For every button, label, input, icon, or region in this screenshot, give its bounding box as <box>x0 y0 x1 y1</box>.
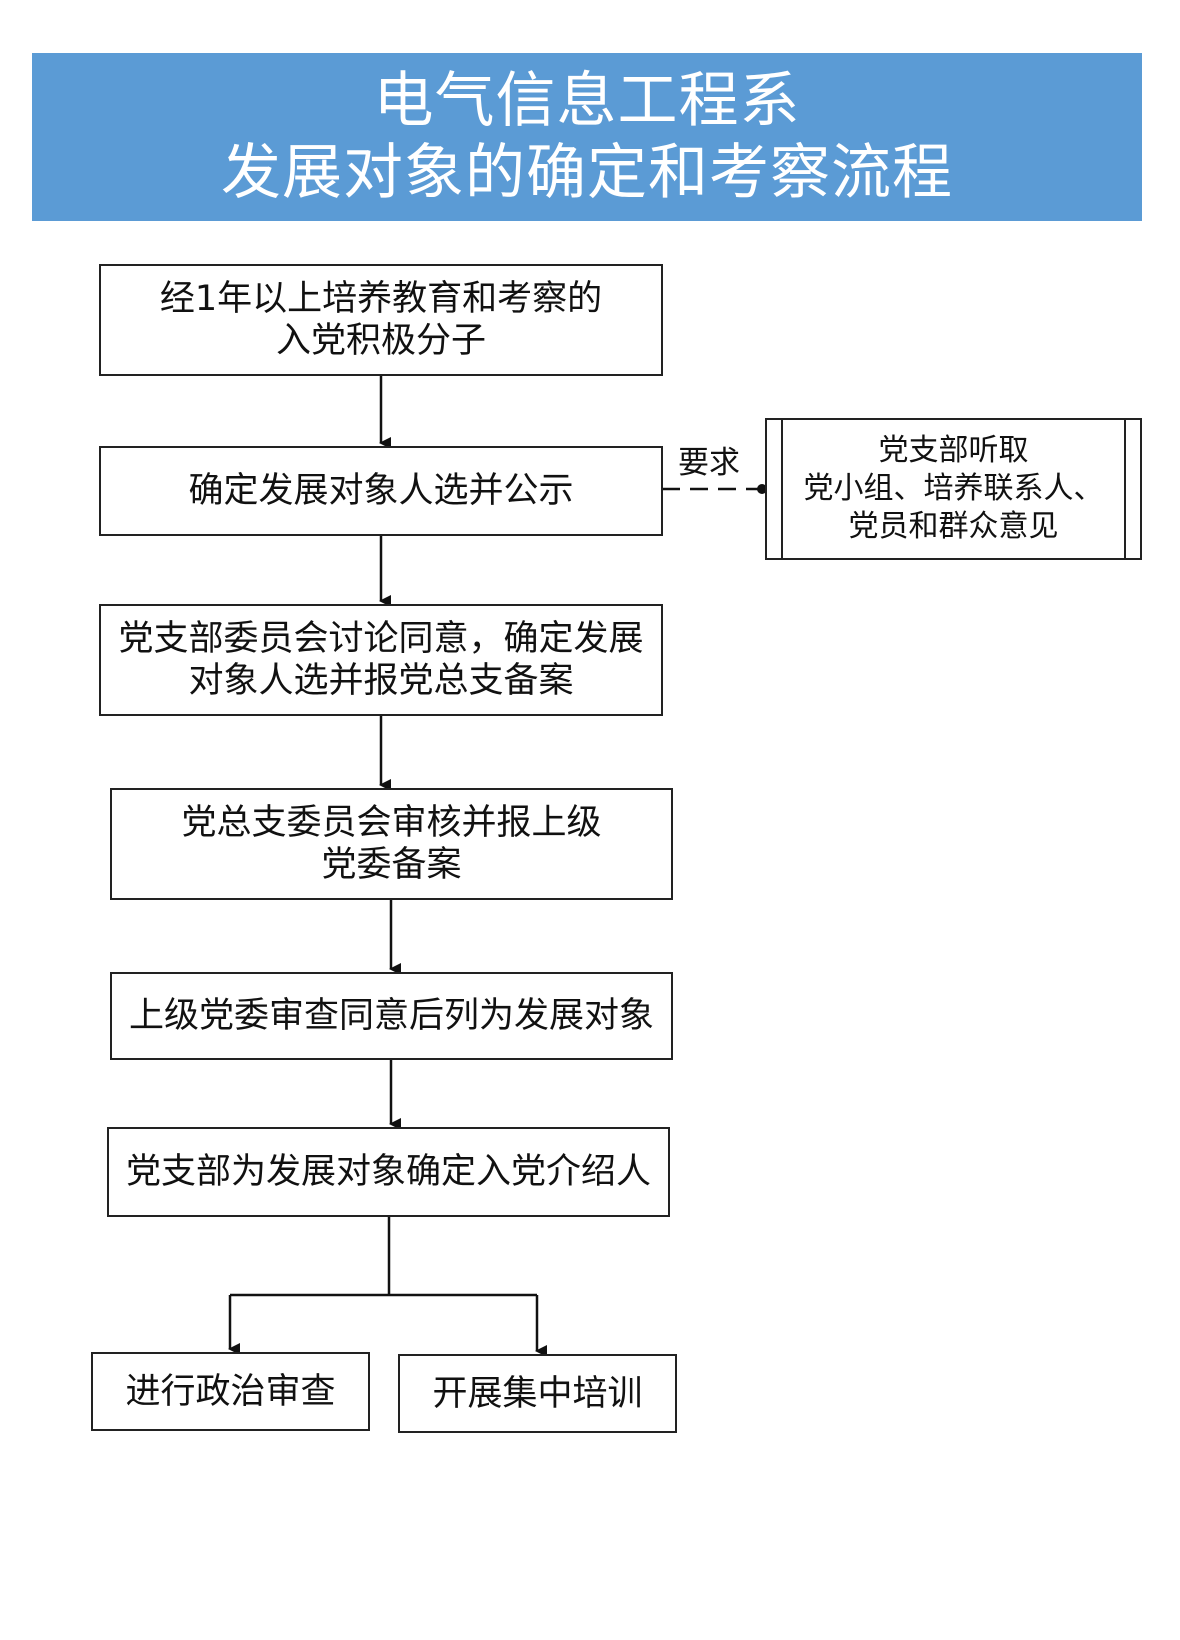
step-1-line-2: 入党积极分子 <box>275 321 486 361</box>
step-1-line-1: 经1年以上培养教育和考察的 <box>159 279 603 319</box>
title-line-1: 电气信息工程系 <box>373 66 801 136</box>
step-higher-committee-approval: 上级党委审查同意后列为发展对象 <box>110 972 673 1060</box>
title-line-2: 发展对象的确定和考察流程 <box>221 138 953 208</box>
side-note-line-3: 党员和群众意见 <box>848 509 1059 544</box>
branch-2-label: 开展集中培训 <box>432 1373 643 1414</box>
side-note-line-2: 党小组、培养联系人、 <box>803 471 1104 506</box>
step-determine-candidates: 确定发展对象人选并公示 <box>99 446 663 536</box>
side-note-inner: 党支部听取 党小组、培养联系人、 党员和群众意见 <box>781 420 1126 558</box>
side-note-opinions: 党支部听取 党小组、培养联系人、 党员和群众意见 <box>765 418 1142 560</box>
step-4-line-1: 党总支委员会审核并报上级 <box>181 803 602 843</box>
step-assign-introducers: 党支部为发展对象确定入党介绍人 <box>107 1127 670 1217</box>
step-2-line-1: 确定发展对象人选并公示 <box>188 471 574 511</box>
side-note-line-1: 党支部听取 <box>878 433 1029 468</box>
requirement-link-dot <box>757 484 767 494</box>
step-activists: 经1年以上培养教育和考察的 入党积极分子 <box>99 264 663 376</box>
step-3-line-2: 对象人选并报党总支备案 <box>188 661 574 701</box>
title-banner: 电气信息工程系 发展对象的确定和考察流程 <box>32 53 1142 221</box>
step-general-branch-review: 党总支委员会审核并报上级 党委备案 <box>110 788 673 900</box>
branch-centralized-training: 开展集中培训 <box>398 1354 677 1433</box>
branch-political-review: 进行政治审查 <box>91 1352 370 1431</box>
step-5-line-1: 上级党委审查同意后列为发展对象 <box>128 996 654 1036</box>
step-6-line-1: 党支部为发展对象确定入党介绍人 <box>125 1152 651 1192</box>
step-4-line-2: 党委备案 <box>321 845 462 885</box>
step-branch-committee: 党支部委员会讨论同意，确定发展 对象人选并报党总支备案 <box>99 604 663 716</box>
requirement-label: 要求 <box>678 445 740 481</box>
branch-1-label: 进行政治审查 <box>125 1371 336 1412</box>
step-3-line-1: 党支部委员会讨论同意，确定发展 <box>118 619 644 659</box>
